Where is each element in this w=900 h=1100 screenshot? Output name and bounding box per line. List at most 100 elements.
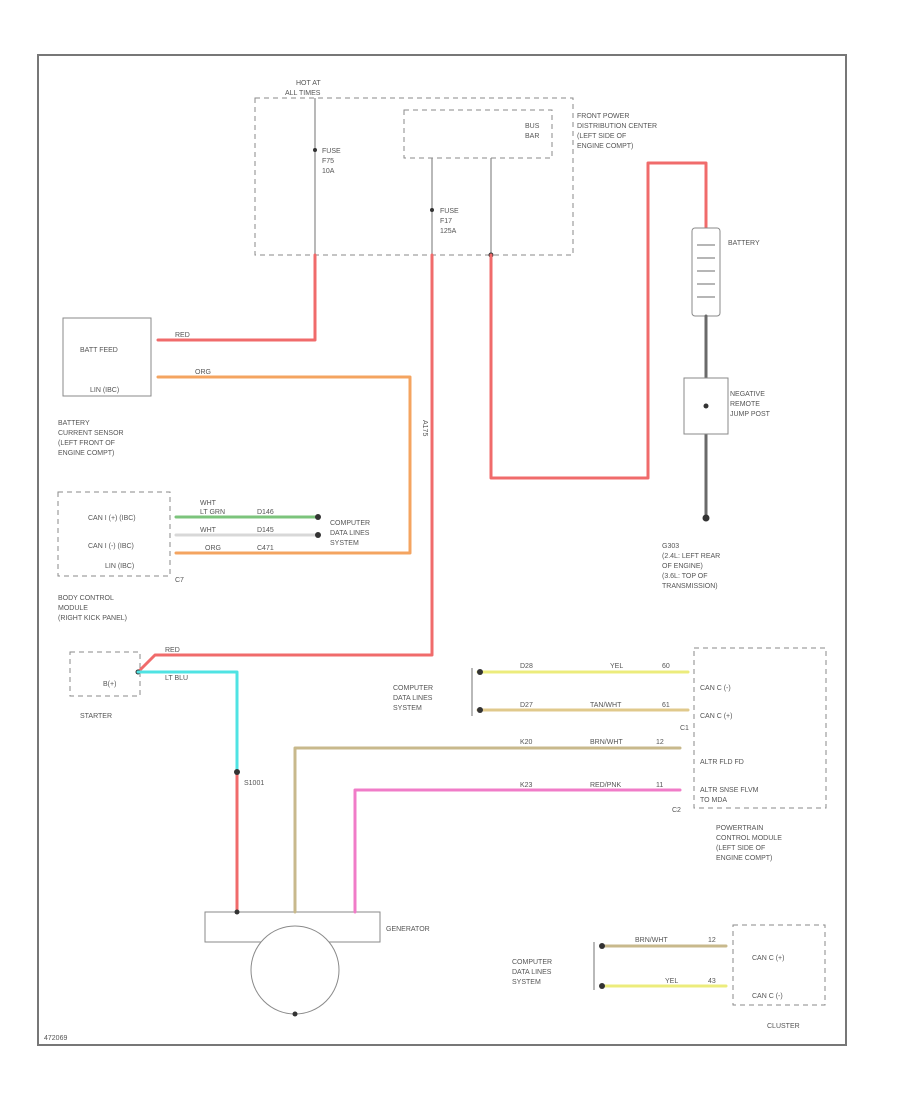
ibs-name-1: BATTERY	[58, 420, 90, 427]
ibs-box	[62, 317, 152, 397]
pcm-c2-label: C2	[672, 807, 681, 814]
wire-brnwht-label: BRN/WHT	[590, 739, 623, 746]
generator-ground	[292, 1011, 298, 1017]
fuse-f17-label-3: 125A	[440, 228, 457, 235]
wire-red-battery	[489, 161, 708, 480]
wire-ltgrn-label: LT GRN	[200, 509, 225, 516]
pcm-pin-11: 11	[656, 782, 663, 789]
cluster-name: CLUSTER	[767, 1023, 800, 1030]
ibs-name-3: (LEFT FRONT OF	[58, 440, 115, 447]
cluster-pin-12: 12	[708, 937, 716, 944]
generator-label: GENERATOR	[386, 926, 430, 933]
ibs-name-2: CURRENT SENSOR	[58, 430, 124, 437]
wire-red-starter	[136, 253, 434, 674]
wire-ltblu-label: LT BLU	[165, 675, 188, 682]
fuse-f17-dot	[430, 208, 434, 212]
pcm-pin-12: 12	[656, 739, 664, 746]
wire-yel-label: YEL	[610, 663, 623, 670]
bcm-cdl-label-3: SYSTEM	[330, 540, 359, 547]
generator-symbol	[250, 925, 340, 1015]
fpdc-label-4: ENGINE COMPT)	[577, 143, 633, 150]
bcm-box	[57, 491, 171, 577]
bcm-data-arrow-1	[315, 514, 321, 520]
neg-post-box	[683, 377, 729, 435]
ground-g303-dot	[702, 514, 710, 522]
pcm-can-h-label: CAN C (+)	[700, 713, 732, 720]
bcm-name-1: BODY CONTROL	[58, 595, 114, 602]
pcm-alt-fld-label: ALTR FLD FD	[700, 759, 744, 766]
pcm-c1-label: C1	[680, 725, 689, 732]
wire-d28-code: D28	[520, 663, 533, 670]
bcm-lin-label: LIN (IBC)	[105, 563, 134, 570]
cluster-pin-43: 43	[708, 978, 716, 985]
pcm-data-arrow-1	[477, 669, 483, 675]
pcm-name-4: ENGINE COMPT)	[716, 855, 772, 862]
wire-brn-cluster-label: BRN/WHT	[635, 937, 668, 944]
cluster-cdl-label-1: COMPUTER	[512, 959, 552, 966]
wire-orange-lin	[156, 375, 412, 555]
battery-label: BATTERY	[728, 240, 760, 247]
bcm-cdl-label-1: COMPUTER	[330, 520, 370, 527]
figure-id: 472069	[44, 1035, 67, 1042]
pcm-pin-60: 60	[662, 663, 670, 670]
neg-post-label-1: NEGATIVE	[730, 391, 765, 398]
fpdc-label-1: FRONT POWER	[577, 113, 629, 120]
wire-red-ibs-label: RED	[175, 332, 190, 339]
fuse-f75-label-3: 10A	[322, 168, 335, 175]
ibs-name-4: ENGINE COMPT)	[58, 450, 114, 457]
g303-label-1: G303	[662, 543, 679, 550]
battery-symbol	[691, 227, 721, 317]
bus-bar-label-2: BAR	[525, 133, 539, 140]
pcm-cdl-label-1: COMPUTER	[393, 685, 433, 692]
cluster-can-l-label: CAN C (-)	[752, 993, 783, 1000]
cluster-can-h-label: CAN C (+)	[752, 955, 784, 962]
pcm-pin-61: 61	[662, 702, 670, 709]
splice-label: S1001	[244, 780, 264, 787]
fpdc-box	[254, 97, 574, 256]
cluster-cdl-label-3: SYSTEM	[512, 979, 541, 986]
bcm-conn-label: C7	[175, 577, 184, 584]
fuse-f75-label-2: F75	[322, 158, 334, 165]
pcm-can-l-label: CAN C (-)	[700, 685, 731, 692]
starter-term-label: B(+)	[103, 681, 116, 688]
ibs-lin-label: LIN (IBC)	[90, 387, 119, 394]
wire-a175-code: A175	[421, 420, 428, 436]
fpdc-label-3: (LEFT SIDE OF	[577, 133, 626, 140]
starter-name: STARTER	[80, 713, 112, 720]
fpdc-label-2: DISTRIBUTION CENTER	[577, 123, 657, 130]
neg-post-dot	[703, 403, 709, 409]
pcm-alt-sense-label-2: TO MDA	[700, 797, 727, 804]
wire-redpnk-label: RED/PNK	[590, 782, 621, 789]
cluster-cdl-label-2: DATA LINES	[512, 969, 552, 976]
pcm-box	[693, 647, 827, 809]
pcm-cdl-label-3: SYSTEM	[393, 705, 422, 712]
bcm-can-h-label: CAN I (+) (IBC)	[88, 515, 136, 522]
wire-pink-sense	[353, 788, 682, 914]
wire-wht-label: WHT	[200, 500, 217, 507]
g303-label-2: (2.4L: LEFT REAR	[662, 553, 720, 560]
wire-cyan-starter	[136, 670, 239, 774]
bcm-name-2: MODULE	[58, 605, 88, 612]
bcm-cdl-label-2: DATA LINES	[330, 530, 370, 537]
bcm-name-3: (RIGHT KICK PANEL)	[58, 615, 127, 622]
splice-s1001	[234, 769, 240, 775]
cluster-box	[732, 924, 826, 1006]
bus-bar-box	[403, 109, 553, 159]
starter-box	[69, 651, 141, 697]
pcm-name-3: (LEFT SIDE OF	[716, 845, 765, 852]
fuse-f75-dot	[313, 148, 317, 152]
g303-label-5: TRANSMISSION)	[662, 583, 718, 590]
generator-b-terminal	[234, 909, 240, 915]
cluster-data-arrow-2	[599, 983, 605, 989]
pcm-alt-sense-label-1: ALTR SNSE FLVM	[700, 787, 759, 794]
cluster-data-arrow-1	[599, 943, 605, 949]
neg-post-label-2: REMOTE	[730, 401, 760, 408]
fuse-f75-label-1: FUSE	[322, 148, 341, 155]
wire-tanwht-label: TAN/WHT	[590, 702, 622, 709]
wire-d27-code: D27	[520, 702, 533, 709]
hot-label-2: ALL TIMES	[285, 90, 321, 97]
wire-k20-code: K20	[520, 739, 533, 746]
wire-org-label-2: ORG	[205, 545, 221, 552]
wire-d146-code: D146	[257, 509, 274, 516]
